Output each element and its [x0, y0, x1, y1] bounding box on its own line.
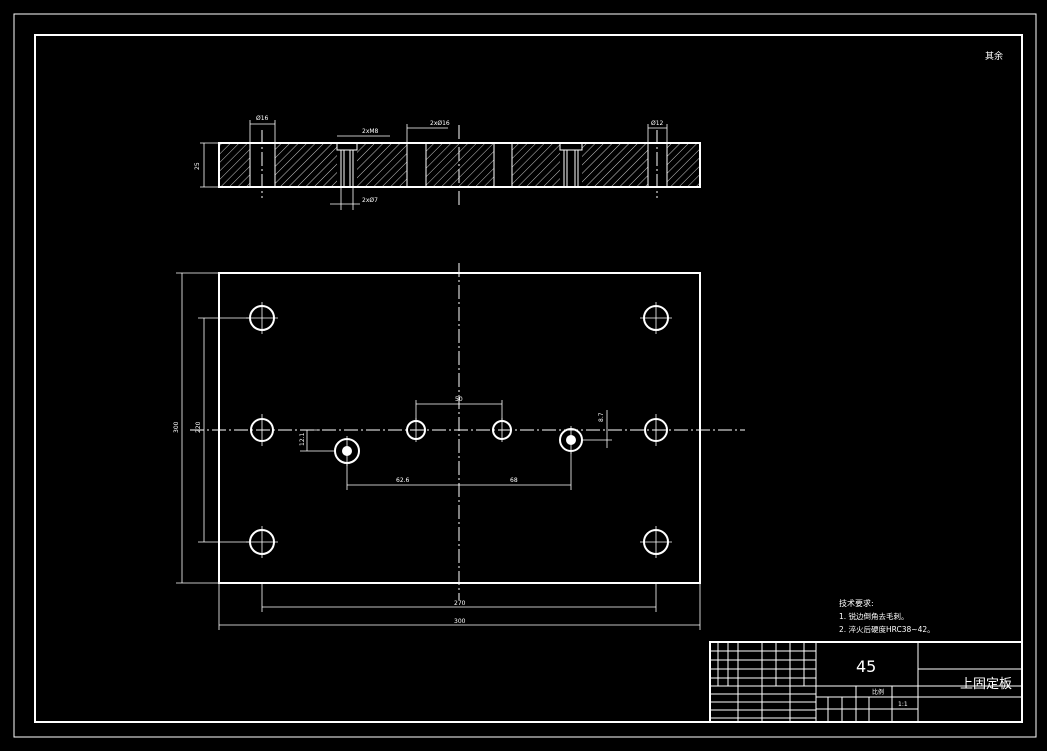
tech-note-1: 1. 锐边倒角去毛刺。: [839, 611, 909, 621]
tech-note-2: 2. 淬火后硬度HRC38~42。: [839, 624, 935, 634]
corner-roughness-note: 其余: [985, 50, 1003, 62]
scale-label: 比例: [872, 688, 884, 696]
dim-right-drop: 8.7: [598, 412, 605, 422]
dim-left-offset: 62.6: [396, 477, 410, 484]
dim-height-inner: 220: [195, 421, 202, 433]
dim-right-offset: 68: [510, 477, 518, 484]
title-block: 45 上固定板 比例 1:1: [709, 641, 1023, 723]
dim-left-hole: Ø16: [256, 115, 269, 122]
part-name: 上固定板: [960, 677, 1012, 692]
dim-thread-bottom: 2xØ7: [362, 197, 378, 204]
dim-mid-hole: 2xØ16: [430, 120, 450, 127]
dim-right-hole: Ø12: [651, 120, 664, 127]
dim-width-inner: 270: [454, 600, 466, 607]
plan-view: 300 220 270 300 50 62.6 68 12.1 8.7: [173, 263, 745, 630]
dim-height-outer: 300: [173, 421, 180, 433]
dim-width-outer: 300: [454, 618, 466, 625]
outer-border: [13, 13, 1037, 738]
dim-thread-top: 2xM8: [362, 128, 379, 135]
inner-border: [34, 34, 1023, 723]
tech-notes-title: 技术要求:: [839, 598, 874, 608]
technical-notes: 技术要求: 1. 锐边倒角去毛刺。 2. 淬火后硬度HRC38~42。: [839, 598, 935, 634]
dim-left-drop: 12.1: [299, 432, 306, 446]
section-view: Ø16 2xM8 2xØ16 Ø12 2xØ7 25: [194, 115, 701, 210]
material-value: 45: [856, 657, 876, 676]
scale-value: 1:1: [898, 701, 908, 708]
dim-thickness: 25: [194, 162, 201, 170]
dim-center-spacing: 50: [455, 396, 463, 403]
